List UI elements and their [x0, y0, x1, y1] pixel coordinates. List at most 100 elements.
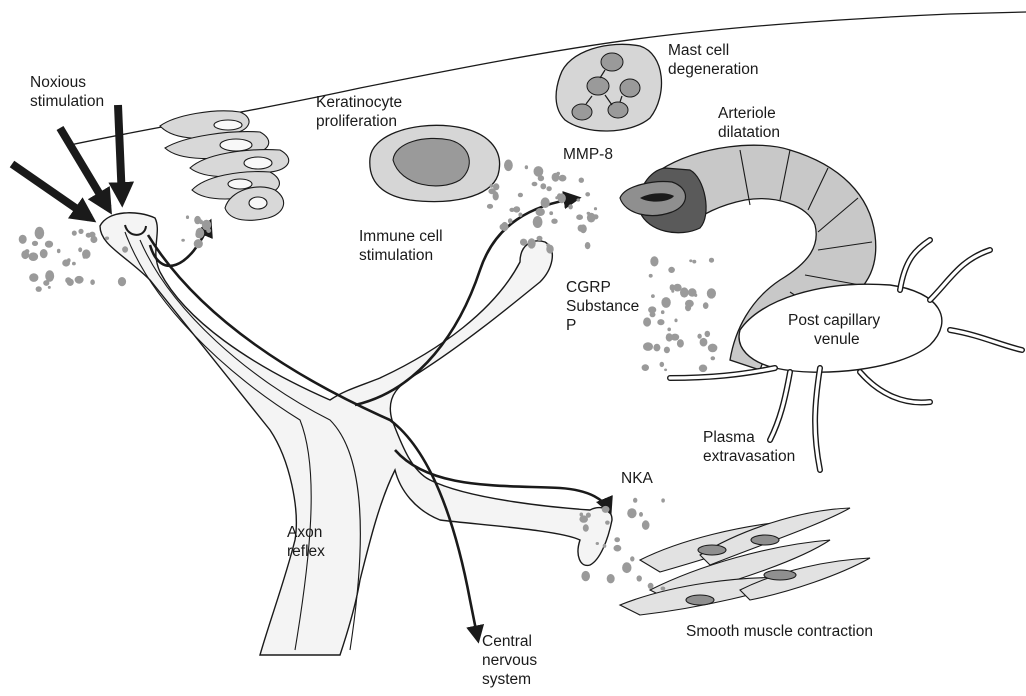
granule [674, 319, 677, 323]
granule [528, 238, 536, 248]
granule [614, 545, 622, 552]
label-central-nervous-system: Centralnervoussystem [482, 632, 537, 689]
granule [614, 537, 620, 542]
granule [78, 229, 83, 234]
granule [493, 183, 499, 190]
granule [549, 211, 553, 215]
granule [504, 160, 513, 172]
granule [576, 214, 583, 220]
granule [593, 214, 598, 219]
granule [45, 241, 53, 248]
granule [670, 284, 675, 291]
granule [622, 562, 631, 573]
granule [680, 287, 689, 297]
granule [581, 571, 590, 581]
granule [648, 306, 656, 313]
sensory-nerve [100, 213, 612, 655]
granule [25, 249, 30, 253]
granule [651, 294, 655, 298]
granule [661, 297, 670, 308]
granule [688, 288, 697, 296]
immune-cell [370, 125, 500, 201]
granule [534, 166, 544, 177]
granule [637, 575, 642, 581]
granule [546, 186, 551, 191]
granule [700, 338, 708, 347]
granule [568, 204, 573, 209]
granule [552, 173, 560, 182]
granule [75, 276, 84, 284]
granule [118, 277, 126, 286]
granule [32, 241, 38, 246]
granule [72, 231, 77, 236]
granule [29, 252, 39, 261]
granule [487, 204, 493, 209]
granule [668, 267, 675, 273]
granule [86, 233, 92, 238]
granule [666, 333, 673, 341]
granule [677, 339, 684, 347]
granule [518, 193, 523, 198]
granule [48, 286, 51, 289]
granule [661, 587, 666, 591]
granule [532, 182, 538, 187]
granule [67, 279, 74, 286]
granule [57, 249, 61, 253]
granule [643, 317, 651, 326]
granule [664, 369, 667, 372]
granule [639, 512, 643, 517]
granule [579, 178, 584, 183]
granule [699, 365, 707, 373]
granule [29, 273, 38, 282]
granule [667, 328, 671, 332]
granule [605, 521, 610, 525]
granule [557, 193, 562, 199]
granule [525, 165, 528, 169]
granule [697, 334, 701, 339]
granule [657, 319, 664, 325]
granule [501, 222, 508, 231]
granule [194, 239, 203, 248]
granule [19, 235, 27, 244]
granule [518, 213, 522, 218]
granule [577, 198, 581, 201]
label-plasma-extravasation: Plasmaextravasation [703, 428, 795, 466]
granule [122, 246, 128, 252]
granule [533, 216, 543, 228]
granule [642, 520, 650, 530]
granule [540, 183, 546, 189]
granule [508, 218, 513, 223]
granule [709, 258, 714, 263]
granule [537, 236, 543, 241]
granule [703, 302, 709, 309]
granule [40, 249, 48, 258]
granule [707, 288, 716, 298]
granule [536, 208, 545, 216]
granule [685, 300, 694, 308]
granule [648, 583, 654, 589]
granule [585, 242, 591, 249]
granule [661, 498, 665, 502]
granule [642, 364, 649, 371]
granule [196, 228, 205, 239]
granule [186, 215, 189, 219]
granule [181, 239, 185, 242]
granule [36, 286, 42, 292]
granule [583, 524, 589, 532]
granule [579, 515, 588, 522]
granule [585, 192, 590, 196]
granule [596, 542, 599, 545]
granule [705, 331, 711, 337]
granule [78, 247, 82, 252]
granule [653, 344, 660, 352]
granule [649, 274, 653, 278]
granule [520, 239, 527, 246]
granule [559, 175, 567, 182]
